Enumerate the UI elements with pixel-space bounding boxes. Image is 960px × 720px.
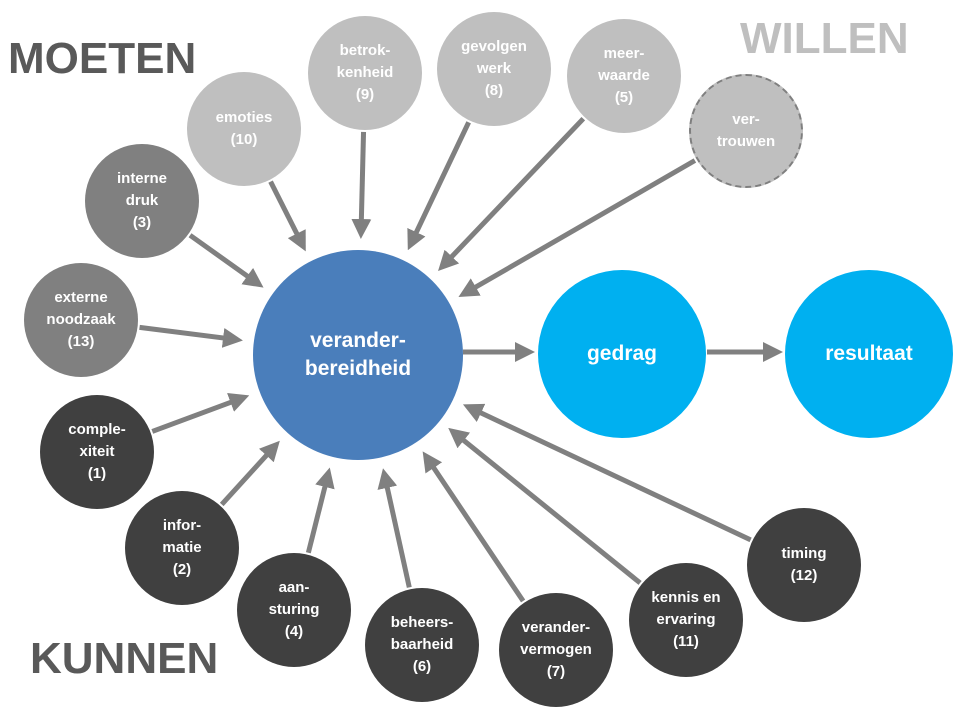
node-complexiteit-label: comple- xiteit (1): [68, 421, 126, 482]
node-informatie: infor- matie (2): [125, 491, 239, 605]
arrow-externe-noodzaak: [139, 324, 243, 348]
arrow-kennis-ervaring: [448, 427, 642, 585]
arrow-beheersbaarheid: [377, 468, 412, 588]
node-verandervermogen-label: verander- vermogen (7): [520, 619, 592, 680]
node-timing: timing (12): [747, 508, 861, 622]
label-kunnen: KUNNEN: [30, 634, 219, 683]
node-kennis-ervaring-label: kennis en ervaring (11): [651, 589, 721, 650]
arrow-timing: [462, 403, 752, 543]
node-vertrouwen-label: ver- trouwen: [716, 111, 776, 150]
node-veranderbereidheid: verander- bereidheid: [253, 250, 463, 460]
arrow-verandervermogen: [422, 451, 526, 603]
node-aansturing: aan- sturing (4): [237, 553, 351, 667]
node-emoties: emoties (10): [187, 72, 301, 186]
node-beheersbaarheid: beheers- baarheid (6): [365, 588, 479, 702]
node-betrokkenheid: betrok- kenheid (9): [308, 16, 422, 130]
node-meerwaarde-label: meer- waarde (5): [598, 45, 650, 106]
node-gevolgen-werk-label: gevolgen werk (8): [461, 38, 527, 99]
node-gedrag-label: gedrag: [586, 342, 657, 365]
node-externe-noodzaak-label: externe noodzaak (13): [46, 289, 116, 350]
node-complexiteit: comple- xiteit (1): [40, 395, 154, 509]
label-moeten: MOETEN: [8, 34, 197, 83]
node-kennis-ervaring: kennis en ervaring (11): [629, 563, 743, 677]
arrow-gevolgen-werk: [407, 121, 471, 251]
arrow-betrokkenheid: [351, 131, 372, 240]
node-resultaat: resultaat: [785, 270, 953, 438]
node-beheersbaarheid-label: beheers- baarheid (6): [390, 614, 454, 675]
arrow-complexiteit: [151, 393, 250, 434]
node-emoties-label: emoties (10): [215, 109, 273, 148]
arrow-meerwaarde: [438, 116, 586, 272]
arrow-vertrouwen: [458, 158, 697, 298]
node-gevolgen-werk: gevolgen werk (8): [437, 12, 551, 126]
node-informatie-label: infor- matie (2): [162, 517, 202, 578]
arrow-emoties: [268, 180, 306, 252]
node-aansturing-label: aan- sturing (4): [268, 579, 320, 640]
arrow-interne-druk: [188, 233, 264, 288]
node-veranderbereidheid-label: verander- bereidheid: [304, 329, 412, 380]
node-gedrag: gedrag: [538, 270, 706, 438]
node-interne-druk: interne druk (3): [85, 144, 199, 258]
arrow-aansturing: [305, 467, 335, 554]
node-meerwaarde: meer- waarde (5): [567, 19, 681, 133]
node-interne-druk-label: interne druk (3): [116, 170, 167, 231]
node-verandervermogen: verander- vermogen (7): [499, 593, 613, 707]
label-willen: WILLEN: [740, 14, 909, 63]
node-betrokkenheid-label: betrok- kenheid (9): [336, 42, 394, 103]
node-externe-noodzaak: externe noodzaak (13): [24, 263, 138, 377]
node-vertrouwen: ver- trouwen: [689, 74, 803, 188]
arrow-informatie: [219, 440, 280, 507]
node-timing-label: timing (12): [781, 545, 827, 584]
node-resultaat-label: resultaat: [825, 342, 913, 365]
